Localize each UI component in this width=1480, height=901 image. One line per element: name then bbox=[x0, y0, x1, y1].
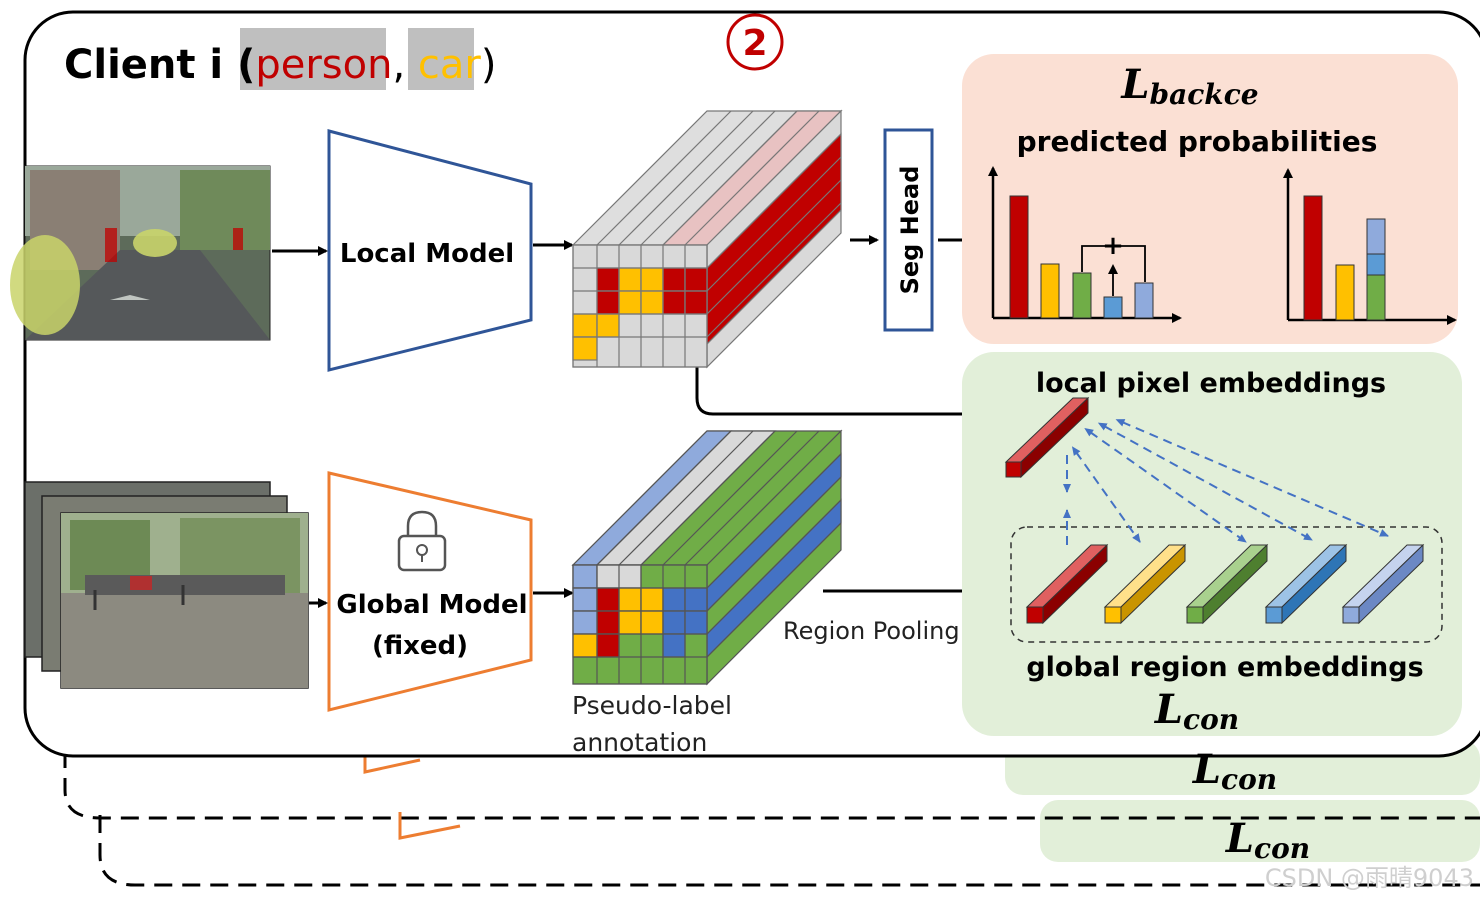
svg-text:Client i (person, car): Client i (person, car) bbox=[64, 42, 496, 88]
bar-car-before bbox=[1040, 263, 1060, 319]
local-pixel-embedding bbox=[1004, 396, 1090, 479]
backce-loss: Lbackce bbox=[1120, 61, 1258, 111]
global-model-label-2: (fixed) bbox=[372, 631, 468, 661]
backce-panel: Lbackce predicted probabilities + bbox=[962, 54, 1458, 344]
title-comma: , bbox=[392, 42, 417, 88]
contrastive-arrows bbox=[1063, 419, 1389, 545]
region-embedding-yellow bbox=[1103, 543, 1187, 625]
backce-caption: predicted probabilities bbox=[1017, 125, 1378, 158]
bar-person-before bbox=[1009, 195, 1029, 319]
client-title-suffix: ) bbox=[481, 42, 497, 88]
client-title: Client i (person, car) bbox=[64, 28, 496, 90]
global-model-label-1: Global Model bbox=[336, 590, 527, 620]
bar-merged-blue bbox=[1366, 253, 1386, 276]
client-title-prefix: Client i ( bbox=[64, 42, 255, 88]
local-model-label: Local Model bbox=[340, 239, 514, 269]
stack-frame-1 bbox=[63, 750, 1480, 820]
local-model-block: Local Model bbox=[327, 129, 533, 372]
watermark: CSDN @雨晴9043 bbox=[1265, 864, 1474, 892]
bar-green-before bbox=[1072, 272, 1092, 319]
global-model-block: Global Model (fixed) bbox=[327, 471, 533, 712]
global-region-embeddings-label: global region embeddings bbox=[1026, 652, 1423, 683]
merge-plus: + bbox=[1102, 231, 1124, 261]
con-loss-main: Lcon bbox=[1154, 686, 1239, 736]
car-highlight bbox=[408, 28, 474, 90]
global-input-images bbox=[24, 481, 309, 689]
local-feature-cube bbox=[571, 109, 843, 369]
bar-merged-lightblue bbox=[1366, 218, 1386, 255]
bar-merged-green bbox=[1366, 274, 1386, 321]
bar-person-after bbox=[1303, 195, 1323, 321]
seg-head-label: Seg Head bbox=[896, 166, 924, 295]
bar-lightblue-before bbox=[1134, 282, 1154, 319]
class-person: person bbox=[255, 42, 392, 88]
region-embedding-lightblue bbox=[1341, 543, 1425, 625]
lock-icon bbox=[397, 510, 447, 572]
stack-orange-edge-2 bbox=[398, 812, 461, 840]
merge-bracket bbox=[1081, 245, 1146, 282]
region-embedding-blue bbox=[1264, 543, 1348, 625]
class-car: car bbox=[418, 42, 482, 88]
region-pooling-label: Region Pooling bbox=[783, 617, 960, 645]
step-marker-number: 2 bbox=[742, 23, 767, 64]
pseudo-label-line2: annotation bbox=[572, 728, 707, 757]
arrow-feature-to-pixel-embeddings bbox=[695, 365, 1002, 419]
region-embedding-green bbox=[1185, 543, 1269, 625]
bar-blue-before bbox=[1103, 296, 1123, 319]
region-embedding-red bbox=[1025, 543, 1109, 625]
seg-head-block: Seg Head bbox=[883, 128, 934, 332]
step-marker: 2 bbox=[726, 13, 784, 71]
bar-car-after bbox=[1335, 264, 1355, 321]
con-loss-stack-2: Lcon bbox=[1225, 815, 1310, 865]
con-loss-stack-1: Lcon bbox=[1192, 746, 1277, 796]
pseudo-label-line1: Pseudo-label bbox=[572, 691, 732, 720]
stack-frame-2 bbox=[98, 815, 1480, 887]
contrast-panel: local pixel embeddings bbox=[962, 352, 1462, 736]
pseudo-label-cube bbox=[571, 429, 843, 686]
local-pixel-embeddings-label: local pixel embeddings bbox=[1036, 368, 1386, 399]
stack-green-panel-2 bbox=[1040, 800, 1480, 862]
person-highlight bbox=[240, 28, 386, 90]
local-input-image bbox=[10, 165, 271, 341]
